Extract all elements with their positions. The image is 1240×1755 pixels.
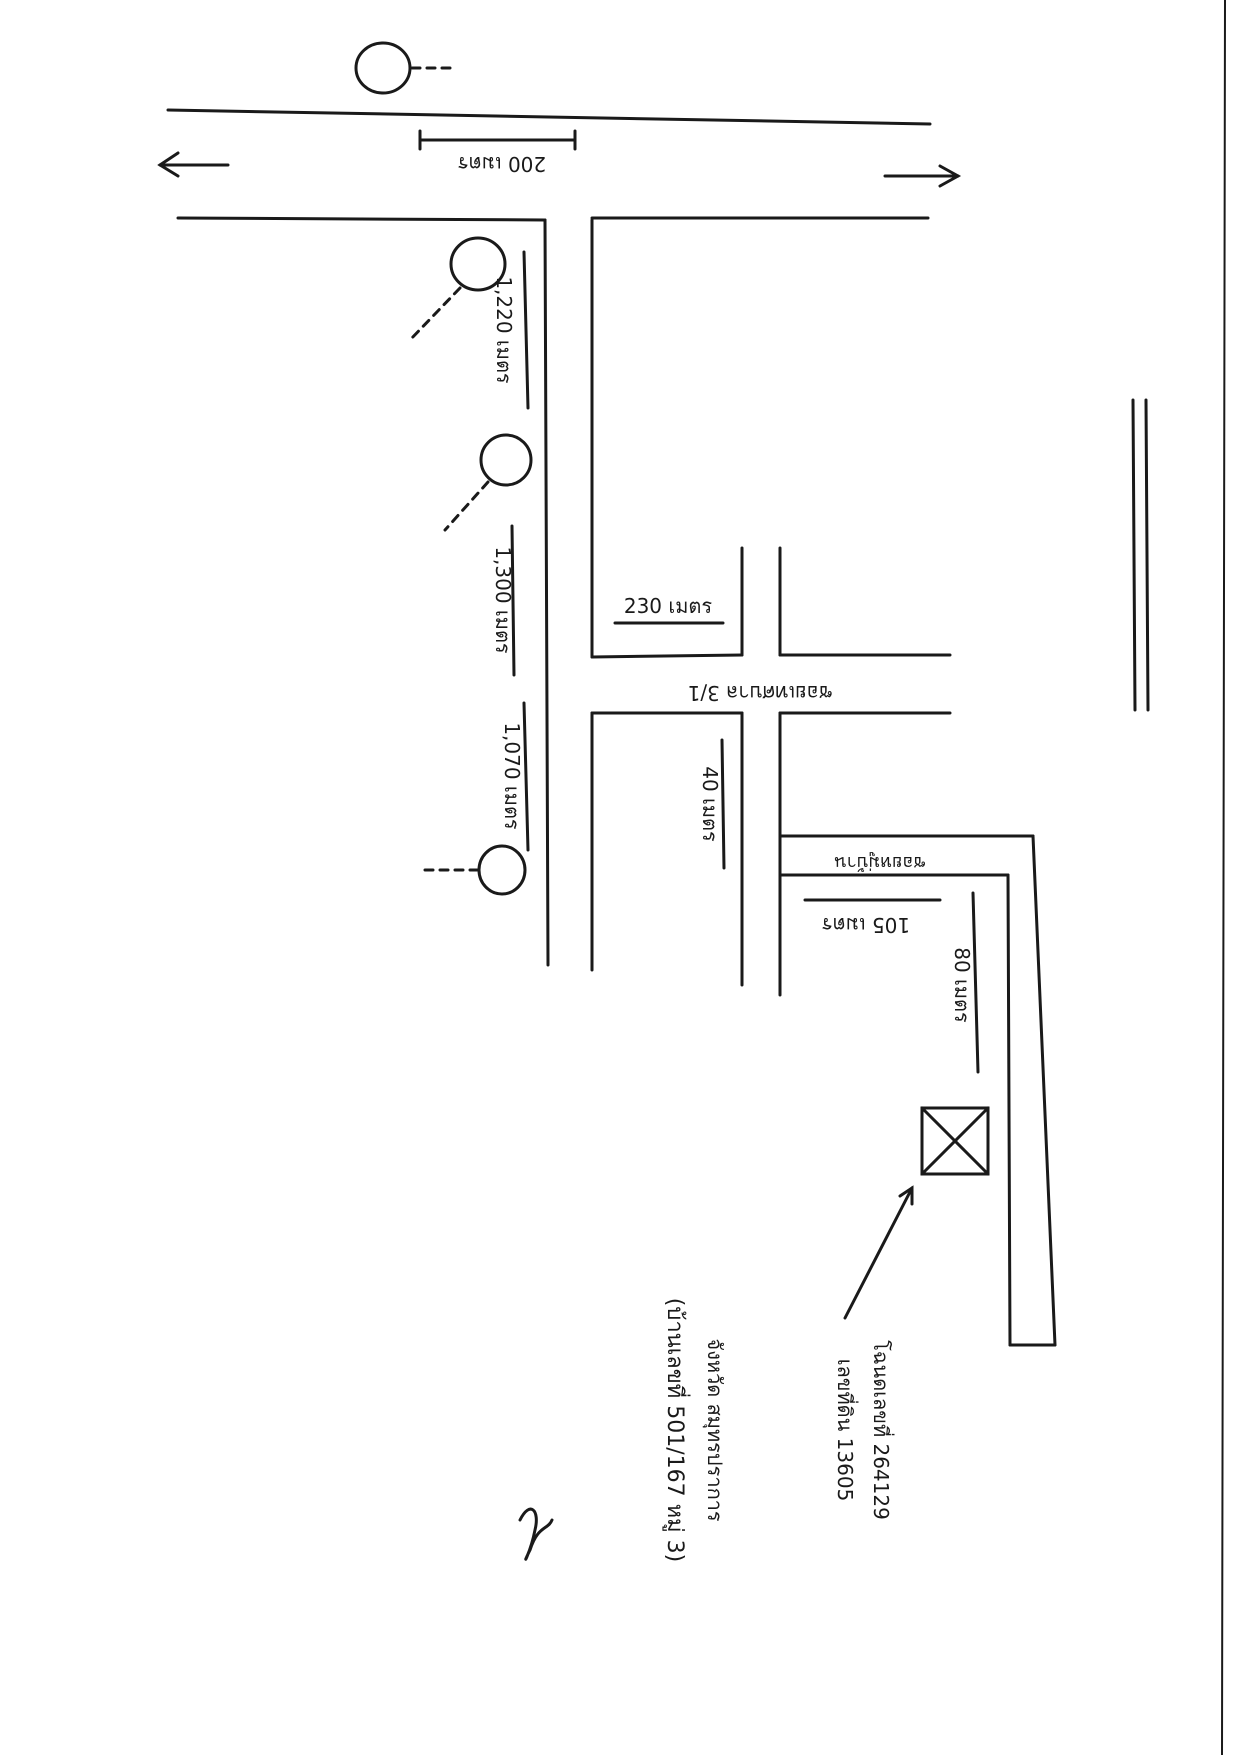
distance-label-1070: 1,070 เมตร [500,722,524,830]
target-location-line-2: จังหวัด สมุทรปราการ [702,1338,727,1522]
distance-label-1220: 1,220 เมตร [492,276,516,384]
lane-west-edge [1006,873,1012,1347]
target-house-number-line: โฉนดเลขที่ 264129 [869,1340,895,1520]
vertical-road-west-edge [543,218,550,967]
distance-label-230: 230 เมตร [624,594,713,618]
main-road-south-edge-west [176,216,547,222]
target-cross [920,1106,990,1176]
header-rule [1131,398,1137,712]
landmark-leader [443,480,490,532]
distance-label-105: 105 เมตร [822,913,911,937]
arrow-west-icon [157,151,180,178]
landmark-marker-2 [479,433,533,487]
soi-name-label: ซอยเทศบาล 3/1 [688,681,833,705]
distance-bar-40 [720,738,726,870]
soi-north-edge-west [590,653,744,659]
lane-east-edge [1031,834,1057,1347]
distance-bar-80 [971,891,980,1074]
target-plot-box [920,1106,990,1176]
distance-label-1300: 1,300 เมตร [491,546,515,654]
distance-label-40: 40 เมตร [698,766,722,842]
target-house-line: (บ้านเลขที่ 501/167 หมู่ 3) [662,1298,691,1562]
pointer-arrow-icon [898,1185,914,1206]
landmark-leader [408,286,462,342]
distance-label-80: 80 เมตร [950,947,974,1023]
header-rule [1144,398,1150,712]
main-road-north-edge [166,108,932,126]
lane-name-label: ซอยหมู่บ้าน [834,852,925,873]
signature-mark [518,1507,554,1561]
target-plot-line: เลขที่ดิน 13605 [833,1359,859,1502]
landmark-marker-1 [449,236,507,292]
pointer-arrow-shaft [843,1186,914,1320]
landmark-marker-3 [477,844,527,896]
page-edge [1221,0,1226,1755]
landmark-marker-top [354,41,412,95]
distance-bar-1070 [522,701,530,852]
arrow-east-icon [938,164,962,188]
distance-bar-1300 [510,524,516,677]
distance-bar-1220 [522,250,530,410]
distance-label-200: 200 เมตร [458,152,547,176]
